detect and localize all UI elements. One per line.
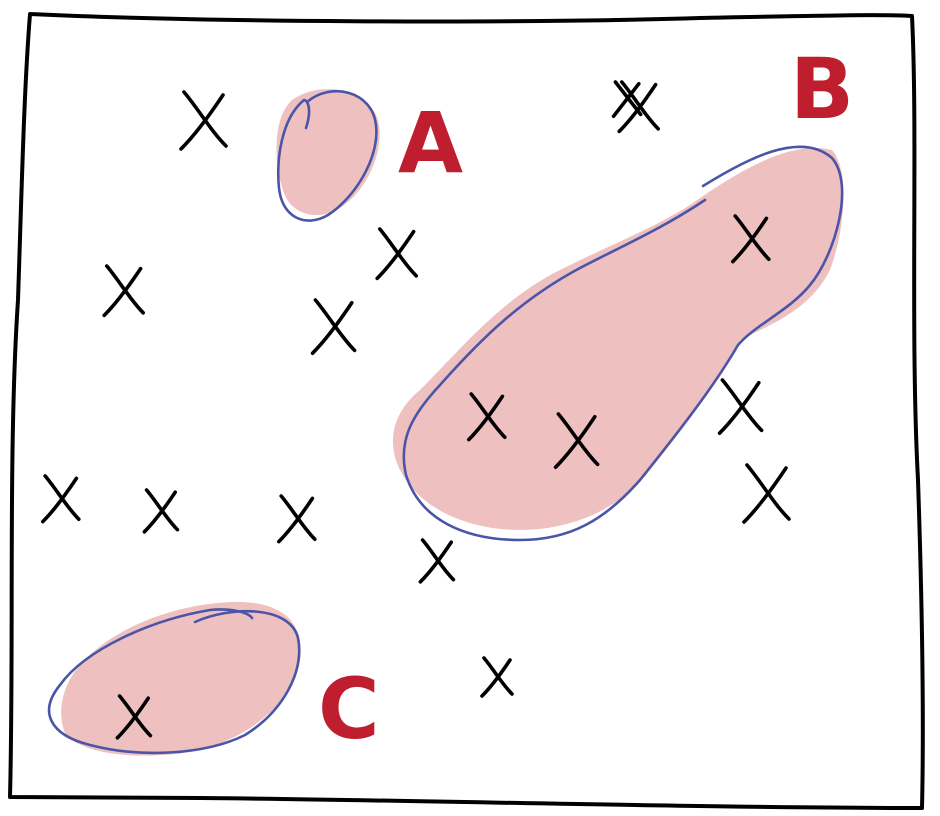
- cross-mark: [480, 656, 514, 698]
- region-a-blob: [276, 89, 380, 216]
- region-a-outline: [277, 89, 378, 222]
- region-a: [276, 89, 380, 222]
- cross-mark: [142, 488, 180, 534]
- frame-border: [8, 12, 925, 810]
- cross-mark: [41, 474, 81, 524]
- cross-mark: [553, 412, 600, 469]
- region-b-outline: [402, 145, 844, 542]
- cross-mark: [179, 90, 228, 151]
- cross-mark: [717, 378, 764, 435]
- region-c-blob: [61, 601, 301, 756]
- region-c-outline: [47, 608, 301, 755]
- region-a-label: A: [398, 94, 463, 192]
- region-c: [47, 601, 301, 756]
- cross-mark: [310, 298, 357, 355]
- cross-mark: [375, 227, 418, 281]
- cross-mark: [277, 494, 317, 544]
- cross-mark: [731, 214, 771, 264]
- region-b: [392, 145, 844, 542]
- cross-mark: [102, 264, 145, 318]
- region-b-label: B: [790, 40, 854, 138]
- cross-mark: [467, 392, 507, 442]
- cross-mark: [617, 80, 660, 134]
- cross-mark: [611, 80, 643, 118]
- crosses-layer: [41, 80, 791, 740]
- cross-mark: [418, 538, 456, 584]
- region-c-label: C: [318, 660, 380, 758]
- cross-mark: [115, 694, 153, 740]
- cross-mark: [742, 463, 791, 524]
- region-b-blob: [392, 148, 844, 530]
